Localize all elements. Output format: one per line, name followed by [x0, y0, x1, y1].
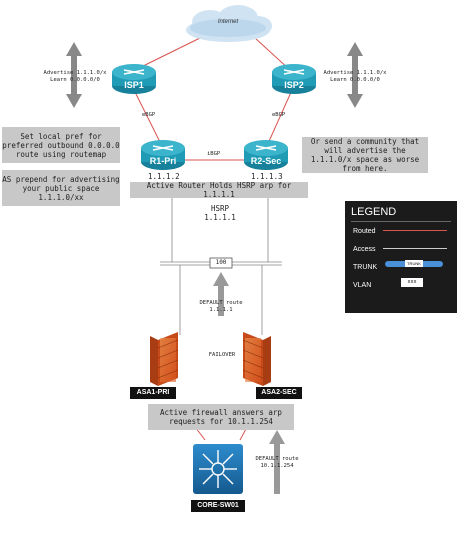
legend-routed-line: [383, 230, 447, 231]
default-route-bottom-line2: 10.1.1.254: [260, 463, 294, 469]
note-as-prepend: AS prepend for advertising your public s…: [2, 170, 120, 206]
asa1-label: ASA1-PRI: [130, 387, 176, 399]
legend-vlan-tag: xxx: [401, 278, 423, 287]
router-isp1[interactable]: [112, 64, 156, 94]
default-route-bottom: DEFAULT route 10.1.1.254: [250, 456, 304, 470]
router-isp2[interactable]: [272, 64, 316, 94]
advertise-left-line1: Advertise 1.1.1.0/x: [43, 70, 107, 76]
core-switch-label: CORE-SW01: [191, 500, 245, 512]
note-local-pref: Set local pref for preferred outbound 0.…: [2, 127, 120, 163]
failover-label: FAILOVER: [203, 352, 241, 358]
r2-ip: 1.1.1.3: [251, 172, 283, 181]
legend-trunk-tag: TRUNK: [405, 260, 423, 267]
advertise-right-line2: Learn 0.0.0.0/0: [330, 77, 380, 83]
hsrp-block: HSRP 1.1.1.1: [190, 204, 250, 222]
default-route-top-line2: 1.1.1.1: [209, 307, 233, 313]
vlan-tag: 100: [215, 259, 227, 266]
legend-routed-label: Routed: [353, 228, 376, 235]
default-route-top-line1: DEFAULT route: [199, 300, 243, 306]
router-r2[interactable]: [244, 140, 288, 170]
default-route-bottom-line1: DEFAULT route: [255, 456, 299, 462]
advertise-left-line2: Learn 0.0.0.0/0: [50, 77, 100, 83]
router-r1[interactable]: [141, 140, 185, 170]
router-r2-label: R2-Sec: [250, 156, 282, 166]
legend-access-line: [383, 248, 447, 249]
default-route-top: DEFAULT route 1.1.1.1: [194, 300, 248, 314]
double-arrow-right: [347, 42, 363, 108]
note-active-firewall: Active firewall answers arp requests for…: [148, 404, 294, 430]
router-r1-label: R1-Pri: [149, 156, 177, 166]
legend-divider: [351, 221, 451, 222]
ibgp-label: iBGP: [207, 151, 221, 157]
note-active-router: Active Router Holds HSRP arp for 1.1.1.1: [130, 181, 308, 199]
legend-vlan-label: VLAN: [353, 282, 372, 289]
legend-title: LEGEND: [351, 206, 397, 218]
internet-label: Internet: [217, 19, 239, 25]
up-arrow-bottom: [269, 430, 285, 494]
up-arrow-top: [213, 272, 229, 316]
legend-trunk-label: TRUNK: [353, 264, 378, 271]
r1-ip: 1.1.1.2: [148, 172, 180, 181]
firewall-asa1[interactable]: [150, 332, 179, 386]
advertise-right: Advertise 1.1.1.0/x Learn 0.0.0.0/0: [318, 70, 392, 84]
hsrp-ip: 1.1.1.1: [204, 213, 236, 222]
router-isp1-label: ISP1: [124, 80, 144, 90]
router-isp2-label: ISP2: [284, 80, 304, 90]
ebgp-right-label: eBGP: [272, 112, 286, 118]
vlan-tag-box: [209, 257, 233, 269]
note-community: Or send a community that will advertise …: [302, 137, 428, 173]
double-arrow-left: [66, 42, 82, 108]
advertise-left: Advertise 1.1.1.0/x Learn 0.0.0.0/0: [38, 70, 112, 84]
core-switch[interactable]: [193, 444, 243, 494]
legend-panel: LEGEND Routed Access TRUNK TRUNK VLAN xx…: [345, 201, 457, 313]
hsrp-label: HSRP: [210, 204, 230, 213]
internet-cloud: [186, 5, 272, 42]
firewall-asa2[interactable]: [242, 332, 271, 386]
legend-access-label: Access: [353, 246, 376, 253]
ebgp-left-label: eBGP: [142, 112, 156, 118]
advertise-right-line1: Advertise 1.1.1.0/x: [323, 70, 387, 76]
asa2-label: ASA2-SEC: [256, 387, 302, 399]
